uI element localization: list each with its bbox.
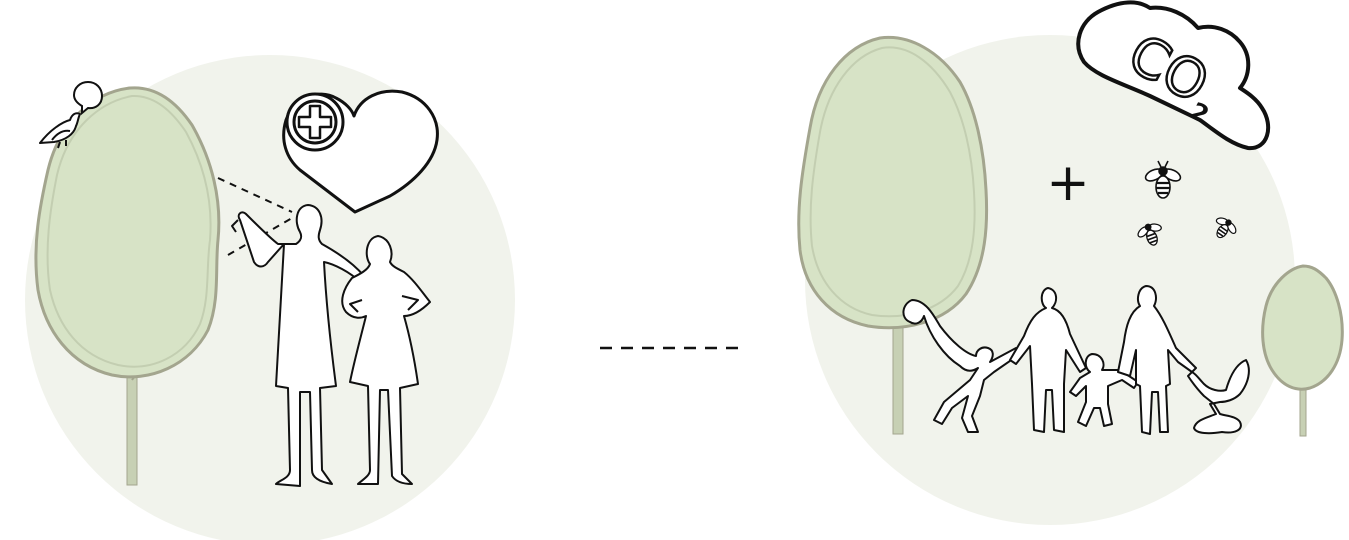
speech-bubble-icon [72,80,104,116]
plus-icon: + [1046,153,1090,213]
family-group [902,285,1250,435]
left-scene [25,55,515,540]
heart-with-plus-icon [282,89,439,214]
right-large-tree [797,35,989,435]
sight-lines [217,177,293,256]
running-child-figure [902,299,1021,433]
right-scene: CO 2 + [797,0,1344,525]
stroller-figure [1187,359,1250,435]
father-figure [1009,287,1087,433]
right-small-tree [1261,264,1344,437]
pointing-man-figure [231,204,365,487]
mother-figure [1117,285,1197,435]
left-tree [34,86,221,486]
bee-icon [1215,217,1237,239]
bee-icon [1137,223,1162,246]
bird-icon [39,112,81,149]
woman-figure [341,235,431,485]
bee-icon [1144,160,1182,199]
